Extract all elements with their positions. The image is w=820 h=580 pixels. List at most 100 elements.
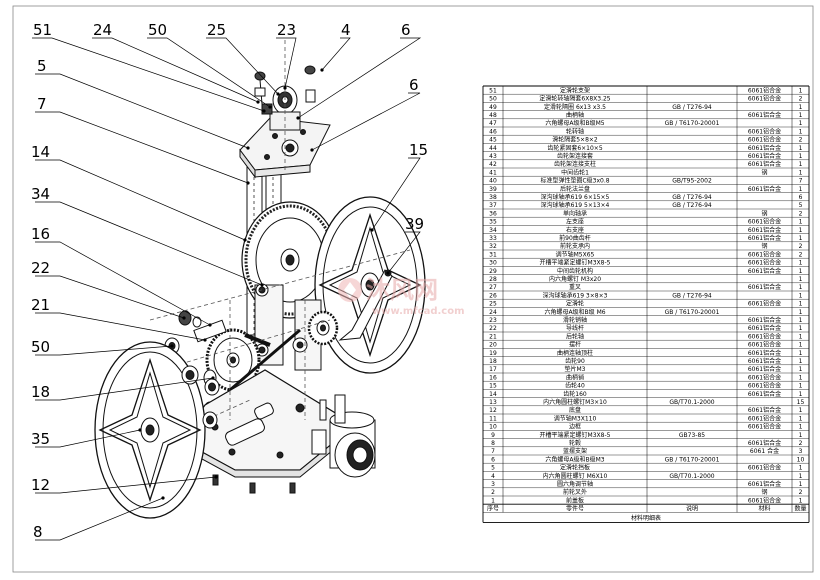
bom-cell-seq: 13	[489, 399, 497, 406]
callout-23: 23	[277, 21, 296, 39]
bom-cell-seq: 34	[489, 227, 497, 234]
bom-cell-qty: 2	[799, 440, 803, 447]
bom-cell-qty: 1	[799, 112, 803, 119]
bom-cell-material: 6061铝合金	[748, 95, 781, 103]
bom-cell-seq: 3	[491, 481, 495, 488]
bom-cell-seq: 40	[489, 178, 497, 185]
bom-cell-part: 内六角圆柱螺钉M3×10	[543, 398, 607, 406]
callout-8: 8	[33, 523, 43, 541]
bom-cell-part: 底盘	[569, 406, 581, 414]
bom-cell-material: 6061铝合金	[748, 226, 781, 234]
callout-22: 22	[31, 259, 50, 277]
callout-leaders	[32, 37, 422, 541]
bom-cell-part: 单向轴承	[563, 209, 587, 217]
gear-40	[307, 310, 339, 346]
bom-cell-seq: 18	[489, 358, 497, 365]
callout-39: 39	[405, 215, 424, 233]
bom-cell-qty: 1	[799, 473, 803, 480]
bom-cell-material: 6061铝合金	[748, 316, 781, 324]
bom-cell-part: 中间齿轮1	[561, 168, 589, 176]
bom-cell-material: 6061铝合金	[748, 423, 781, 431]
bom-header-spec: 说明	[686, 505, 698, 513]
bom-cell-material: 6061铝合金	[748, 324, 781, 332]
bom-cell-part: 六角螺母A级和B级 M6	[544, 308, 605, 316]
bom-cell-qty: 1	[799, 120, 803, 127]
bom-cell-seq: 30	[489, 260, 497, 267]
bom-cell-seq: 19	[489, 350, 497, 357]
bom-cell-qty: 3	[799, 448, 803, 455]
watermark-logo-icon	[338, 278, 362, 302]
bom-cell-material: 钢	[761, 242, 767, 250]
callout-labels: 51 24 50 25 23 4 6 5 6 7 14 15 34 39 16 …	[31, 21, 428, 541]
bom-cell-seq: 46	[489, 128, 497, 135]
bom-cell-part: 定滑轮	[566, 300, 584, 308]
bom-cell-material: 6061铝合金	[748, 439, 781, 447]
bom-cell-part: 圆六角调节轴	[557, 480, 593, 488]
bom-cell-material: 6061铝合金	[748, 464, 781, 472]
bom-cell-material: 6061铝合金	[748, 250, 781, 258]
bom-cell-part: 齿轮紧固套6×10×5	[547, 144, 603, 152]
bom-cell-qty: 1	[799, 186, 803, 193]
bom-cell-qty: 1	[799, 235, 803, 242]
bom-cell-qty: 1	[799, 432, 803, 439]
bom-cell-part: 齿轮40	[565, 382, 585, 390]
bom-cell-seq: 9	[491, 432, 495, 439]
bom-cell-qty: 1	[799, 276, 803, 283]
bom-cell-part: 重叉	[569, 283, 581, 291]
bom-cell-seq: 25	[489, 301, 497, 308]
bom-cell-part: 六角螺母A级和B级M3	[545, 455, 604, 463]
bom-cell-spec: GB / T276-94	[672, 104, 712, 111]
bom-cell-part: 内六角螺钉 M3x20	[549, 275, 601, 283]
bom-cell-seq: 50	[489, 96, 497, 103]
callout-34: 34	[31, 185, 50, 203]
bom-cell-qty: 2	[799, 489, 803, 496]
bom-cell-qty: 1	[799, 407, 803, 414]
bom-cell-seq: 16	[489, 374, 497, 381]
bom-cell-seq: 48	[489, 112, 497, 119]
bom-cell-seq: 2	[491, 489, 495, 496]
bom-cell-material: 6061铝合金	[748, 160, 781, 168]
bom-cell-qty: 2	[799, 137, 803, 144]
callout-16: 16	[31, 225, 50, 243]
bom-cell-part: 蓝摆支架	[563, 447, 587, 455]
bom-header-material: 材料	[758, 505, 770, 513]
bom-cell-qty: 10	[797, 456, 805, 463]
bom-cell-spec: GB/T70.1-2000	[669, 399, 714, 406]
bom-cell-seq: 22	[489, 325, 497, 332]
bom-cell-qty: 1	[799, 309, 803, 316]
bom-cell-qty: 1	[799, 317, 803, 324]
bom-cell-seq: 21	[489, 333, 497, 340]
bom-cell-qty: 1	[799, 153, 803, 160]
bom-cell-part: 齿轮架连接支柱	[554, 160, 596, 168]
bom-cell-qty: 1	[799, 219, 803, 226]
bom-cell-seq: 39	[489, 186, 497, 193]
bom-cell-part: 定滑轮转轴隔套6X8X3.25	[539, 95, 610, 103]
bom-cell-spec: GB/T95-2002	[672, 178, 712, 185]
callout-12: 12	[31, 476, 50, 494]
bom-cell-seq: 10	[489, 424, 497, 431]
bom-cell-qty: 1	[799, 333, 803, 340]
bom-cell-seq: 27	[489, 284, 497, 291]
rear-axle-bearings	[181, 365, 220, 429]
bom-cell-material: 6061铝合金	[748, 300, 781, 308]
top-pulley-bracket	[239, 117, 331, 179]
callout-35: 35	[31, 430, 50, 448]
bom-cell-spec: GB / T6170-20001	[665, 120, 720, 127]
bom-cell-part: 垫片M3	[565, 365, 586, 373]
bom-cell-material: 6061铝合金	[748, 136, 781, 144]
bom-cell-part: 标准型弹性垫圈C级3x0.8	[540, 177, 609, 185]
bom-cell-seq: 44	[489, 145, 497, 152]
bom-cell-qty: 1	[799, 169, 803, 176]
bom-cell-part: 前盖板	[566, 496, 584, 504]
bom-cell-seq: 38	[489, 194, 497, 201]
bom-cell-qty: 1	[799, 284, 803, 291]
bom-cell-material: 6061铝合金	[748, 341, 781, 349]
bom-cell-qty: 1	[799, 497, 803, 504]
bom-cell-seq: 14	[489, 391, 497, 398]
bom-cell-material: 6061铝合金	[748, 283, 781, 291]
bom-cell-qty: 1	[799, 415, 803, 422]
bom-cell-part: 曲柄销	[566, 373, 584, 381]
callout-50: 50	[31, 338, 50, 356]
bom-cell-part: 左支座	[566, 218, 584, 226]
bom-cell-qty: 1	[799, 260, 803, 267]
